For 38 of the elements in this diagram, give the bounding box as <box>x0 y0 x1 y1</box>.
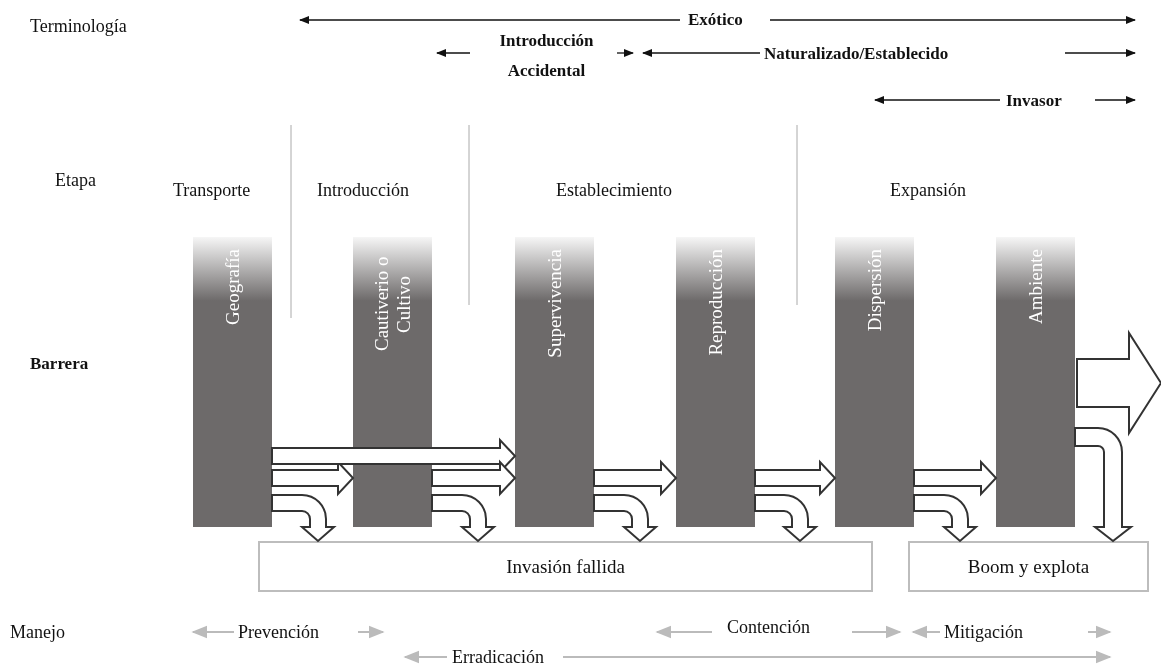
term-label: Invasor <box>1006 90 1062 112</box>
management-label: Contención <box>727 616 810 639</box>
block-arrow <box>431 494 495 542</box>
barrier-bar <box>353 237 432 527</box>
block-arrow <box>593 494 657 542</box>
outcome-box <box>908 541 1149 592</box>
barrier-bar <box>996 237 1075 527</box>
outcome-label: Boom y explota <box>967 555 1090 578</box>
stage-label: Transporte <box>173 179 251 202</box>
term-label: Introducción Accidental <box>498 30 595 82</box>
block-arrow <box>271 494 335 542</box>
block-arrow <box>754 459 837 497</box>
term-label: Naturalizado/Establecido <box>764 43 949 65</box>
barrier-bar <box>193 237 272 527</box>
block-arrow <box>913 494 977 542</box>
management-label: Mitigación <box>944 621 1023 644</box>
management-label: Prevención <box>238 621 319 644</box>
outcome-label: Invasión fallida <box>506 555 625 578</box>
block-arrow <box>913 459 998 497</box>
block-arrow <box>754 494 817 542</box>
barrier-bar <box>515 237 594 527</box>
block-arrow <box>593 459 678 497</box>
barrier-bar <box>835 237 914 527</box>
block-arrow <box>431 459 517 497</box>
stage-label: Establecimiento <box>556 179 672 202</box>
barrier-bar <box>676 237 755 527</box>
barrier-label: Cautiverio o Cultivo <box>370 255 415 354</box>
management-label: Erradicación <box>452 646 544 669</box>
block-arrow <box>1074 427 1132 542</box>
row-heading: Terminología <box>30 15 127 38</box>
block-arrow <box>1076 329 1161 437</box>
stage-label: Introducción <box>317 179 409 202</box>
row-heading: Manejo <box>10 621 65 644</box>
term-label: Exótico <box>688 9 743 31</box>
stage-label: Expansión <box>890 179 966 202</box>
outcome-box <box>258 541 873 592</box>
row-heading: Etapa <box>55 169 96 192</box>
row-heading: Barrera <box>30 353 89 375</box>
